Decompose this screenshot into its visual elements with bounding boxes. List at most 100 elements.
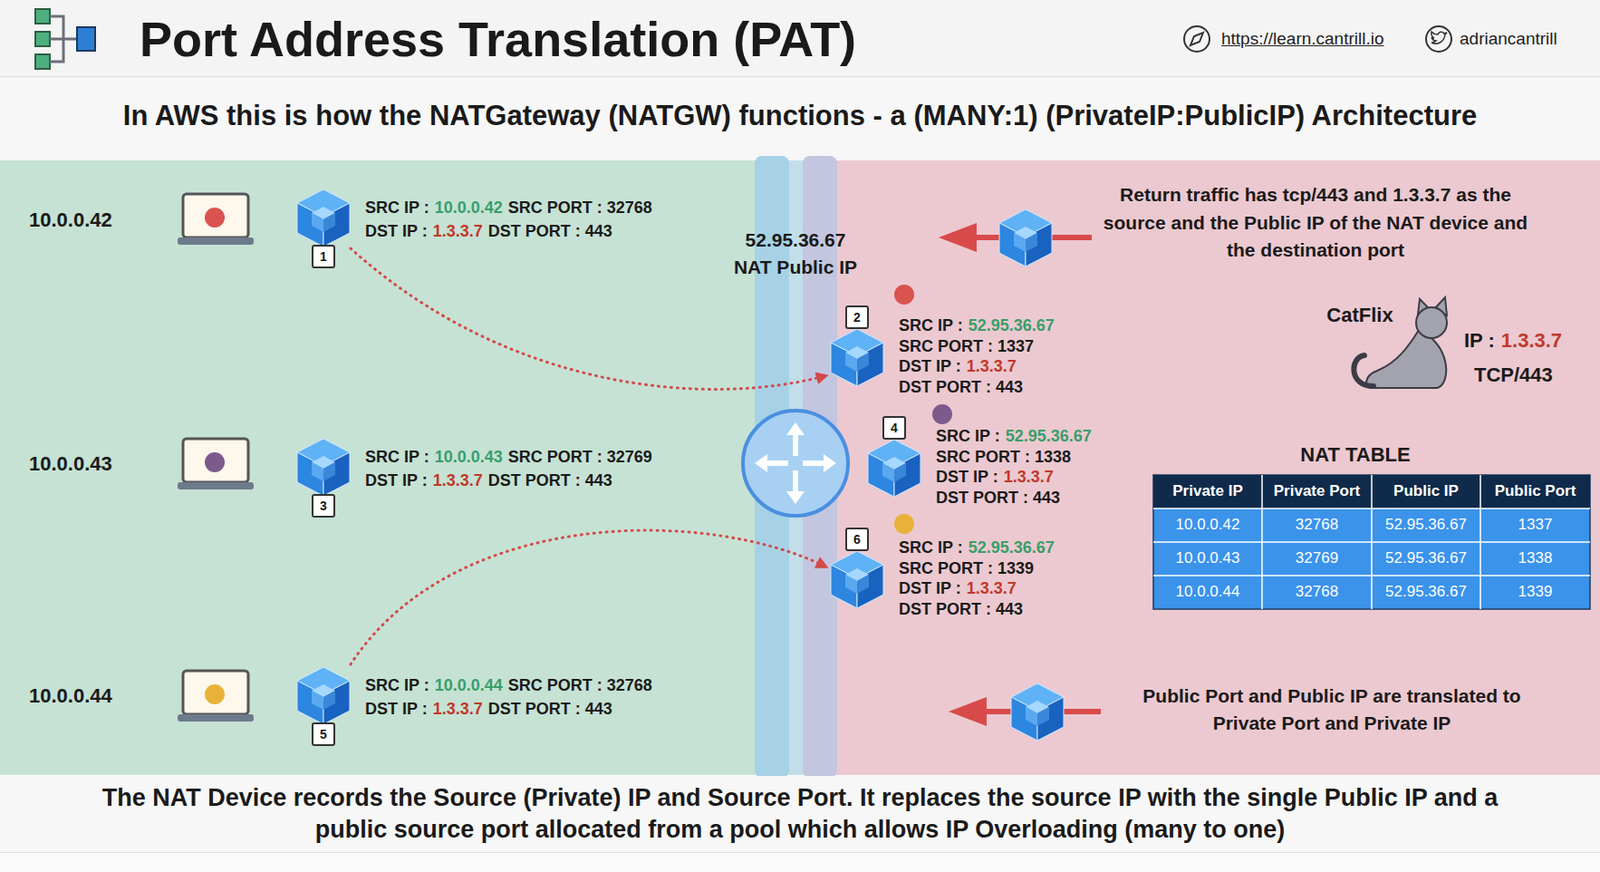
laptop-icon bbox=[177, 438, 254, 490]
note: Return traffic has tcp/443 and 1.3.3.7 a… bbox=[1102, 181, 1529, 264]
title: Port Address Translation (PAT) bbox=[139, 9, 857, 69]
table-title: NAT TABLE bbox=[1300, 443, 1410, 467]
packet-field: DST IP : bbox=[365, 471, 428, 490]
packet-cube bbox=[863, 436, 926, 499]
packet-text: SRC IP :10.0.0.43SRC PORT : 32769DST IP … bbox=[365, 444, 653, 492]
packet: 1SRC IP :10.0.0.42SRC PORT : 32768DST IP… bbox=[292, 186, 355, 249]
packet-line: DST IP : 1.3.3.7 DST PORT : 443 bbox=[365, 696, 653, 721]
packet-field: 1.3.3.7 bbox=[966, 578, 1017, 598]
caption: The NAT Device records the Source (Priva… bbox=[84, 781, 1516, 846]
packet-field: 52.95.36.67 bbox=[968, 316, 1055, 335]
note: Public Port and Public IP are translated… bbox=[1118, 682, 1545, 738]
packet-line: DST IP : 1.3.3.7 DST PORT : 443 bbox=[365, 468, 653, 492]
table-header: Public IP bbox=[1393, 481, 1459, 501]
title-icon bbox=[35, 9, 96, 69]
nat-table bbox=[1153, 474, 1591, 609]
packet-field: 1.3.3.7 bbox=[433, 221, 483, 241]
packet-line: DST PORT : 443 bbox=[898, 376, 1055, 398]
packet-text: SRC IP :10.0.0.44SRC PORT : 32768DST IP … bbox=[365, 673, 653, 721]
table-cell: 10.0.0.43 bbox=[1175, 549, 1241, 568]
nat-router-icon bbox=[742, 410, 849, 516]
packet-field: DST IP : bbox=[365, 221, 428, 241]
packet-field: DST IP : bbox=[898, 356, 962, 376]
packet-field: SRC IP : bbox=[365, 447, 430, 466]
table-cell: 10.0.0.42 bbox=[1175, 515, 1241, 534]
packet-field: 52.95.36.67 bbox=[1005, 426, 1092, 445]
host-ip: 10.0.0.42 bbox=[28, 208, 113, 232]
packet-text: SRC IP :52.95.36.67SRC PORT : 1337DST IP… bbox=[898, 315, 1055, 397]
packet-line: DST IP :1.3.3.7 bbox=[898, 578, 1055, 599]
packet-field: 1.3.3.7 bbox=[433, 471, 483, 490]
packet-field: DST PORT : 443 bbox=[488, 471, 613, 490]
packet-field: DST PORT : 443 bbox=[898, 377, 1023, 396]
packet-line: SRC IP :10.0.0.42 SRC PORT : 32768 bbox=[365, 195, 653, 220]
packet-line: SRC PORT : 1338 bbox=[935, 446, 1092, 468]
packet-field: SRC PORT : 32768 bbox=[508, 675, 653, 694]
packet-field: SRC IP : bbox=[365, 198, 430, 217]
packet-field: SRC PORT : 1337 bbox=[898, 337, 1034, 356]
packet-field: 10.0.0.44 bbox=[434, 675, 503, 694]
packet-field: DST PORT : 443 bbox=[488, 699, 613, 718]
twitter-icon bbox=[1426, 26, 1452, 52]
callout-number: 3 bbox=[311, 493, 336, 518]
packet-field: 10.0.0.42 bbox=[434, 198, 503, 217]
packet-field: SRC PORT : 32768 bbox=[508, 198, 653, 217]
packet-field: SRC IP : bbox=[898, 316, 964, 335]
packet-line: SRC IP :52.95.36.67 bbox=[898, 315, 1055, 337]
packet-text: SRC IP :52.95.36.67SRC PORT : 1338DST IP… bbox=[935, 425, 1092, 508]
table-header: Private IP bbox=[1172, 481, 1244, 501]
social-handle: adriancantrill bbox=[1459, 28, 1558, 50]
packet-field: 1.3.3.7 bbox=[1003, 467, 1054, 486]
server-name: CatFlix bbox=[1326, 303, 1393, 328]
host-ip: 10.0.0.43 bbox=[28, 452, 113, 476]
packet-field: DST PORT : 443 bbox=[488, 221, 613, 241]
table-cell: 52.95.36.67 bbox=[1385, 549, 1467, 568]
packet-cube bbox=[826, 548, 888, 610]
website-link: https://learn.cantrill.io bbox=[1221, 28, 1385, 50]
table-cell: 10.0.0.44 bbox=[1175, 582, 1241, 601]
packet: 6SRC IP :52.95.36.67SRC PORT : 1339DST I… bbox=[826, 548, 888, 610]
packet-cube bbox=[292, 186, 355, 249]
packet-line: SRC IP :10.0.0.44SRC PORT : 32768 bbox=[365, 673, 653, 697]
host-ip: 10.0.0.44 bbox=[28, 684, 113, 708]
packet: 4SRC IP :52.95.36.67SRC PORT : 1338DST I… bbox=[863, 436, 926, 499]
table-header: Private Port bbox=[1273, 481, 1360, 501]
packet-line: DST IP :1.3.3.7 bbox=[935, 466, 1092, 488]
packet-field: SRC IP : bbox=[935, 426, 1001, 445]
return-arrow bbox=[948, 683, 1101, 741]
table-cell: 32768 bbox=[1295, 515, 1339, 534]
packet-field: DST PORT : 443 bbox=[935, 488, 1061, 507]
callout-number: 6 bbox=[845, 527, 869, 551]
packet-line: DST PORT : 443 bbox=[935, 487, 1092, 509]
packet-field: SRC PORT : 32769 bbox=[508, 447, 653, 466]
subtitle: In AWS this is how the NATGateway (NATGW… bbox=[123, 98, 1477, 133]
packet-line: DST PORT : 443 bbox=[898, 598, 1055, 620]
table-cell: 52.95.36.67 bbox=[1385, 515, 1467, 534]
nat-public-ip-label: NAT Public IP bbox=[733, 255, 858, 279]
packet-field: SRC IP : bbox=[898, 538, 964, 557]
packet: 2SRC IP :52.95.36.67SRC PORT : 1337DST I… bbox=[826, 326, 888, 388]
packet-cube bbox=[292, 664, 355, 726]
packet-field: DST IP : bbox=[365, 699, 428, 718]
packet-cube bbox=[292, 435, 355, 498]
table-header: Public Port bbox=[1494, 481, 1577, 501]
link-icon bbox=[1184, 26, 1210, 52]
packet-field: SRC PORT : 1339 bbox=[898, 559, 1034, 578]
callout-number: 5 bbox=[311, 722, 336, 746]
server-port: TCP/443 bbox=[1474, 363, 1553, 387]
laptop-icon bbox=[177, 670, 254, 722]
packet-dot bbox=[894, 284, 915, 305]
packet-field: 1.3.3.7 bbox=[433, 699, 483, 718]
return-arrow bbox=[938, 209, 1092, 267]
packet: 5SRC IP :10.0.0.44SRC PORT : 32768DST IP… bbox=[292, 664, 355, 726]
packet-field: DST IP : bbox=[935, 467, 999, 486]
packet-text: SRC IP :52.95.36.67SRC PORT : 1339DST IP… bbox=[898, 537, 1055, 619]
packet-line: SRC IP :52.95.36.67 bbox=[898, 537, 1055, 559]
packet-line: SRC IP :52.95.36.67 bbox=[935, 425, 1092, 447]
packet: 3SRC IP :10.0.0.43SRC PORT : 32769DST IP… bbox=[292, 435, 355, 498]
laptop-icon bbox=[177, 193, 254, 245]
table-cell: 32769 bbox=[1295, 549, 1339, 568]
packet-line: SRC PORT : 1337 bbox=[898, 336, 1055, 357]
table-cell: 52.95.36.67 bbox=[1385, 582, 1467, 601]
